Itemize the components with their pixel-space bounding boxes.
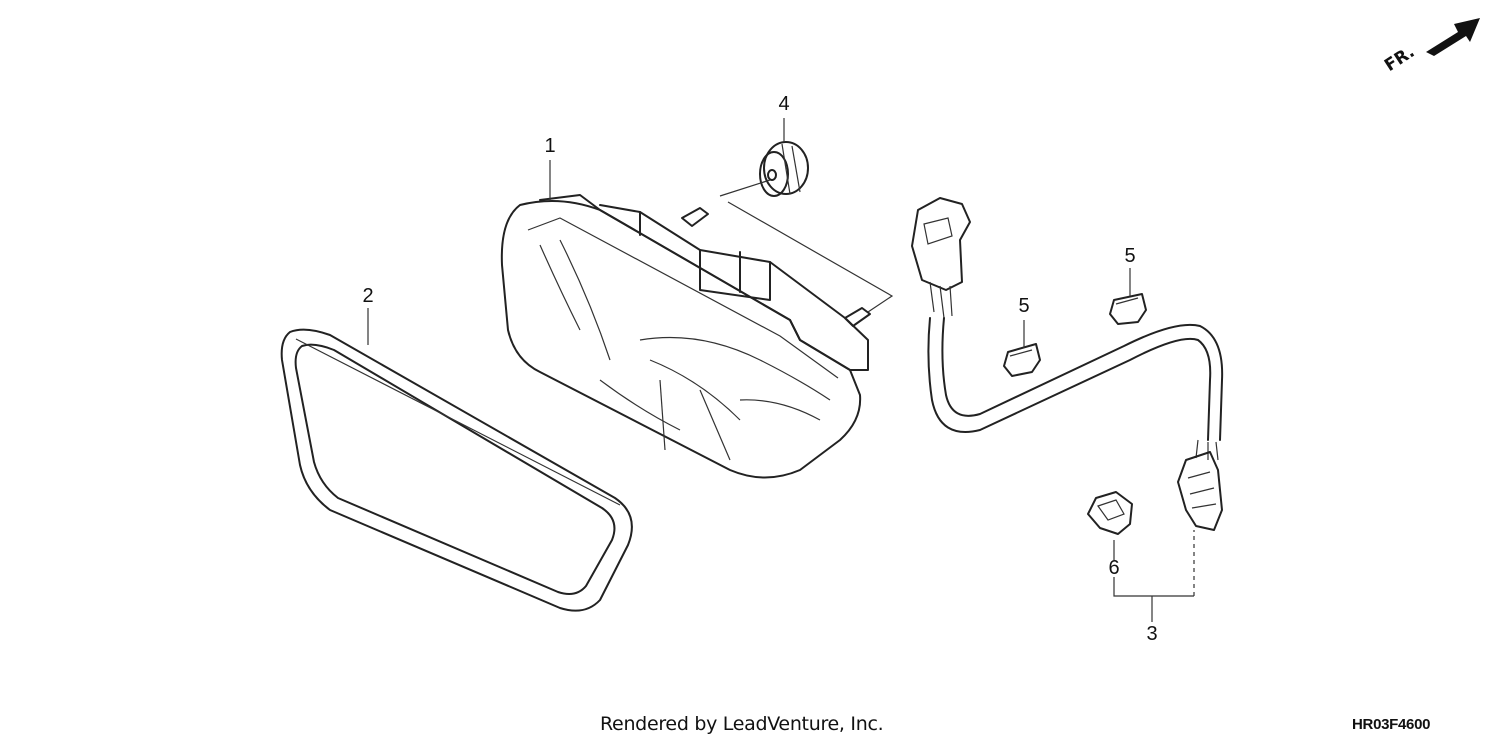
part-4-grommet[interactable] (759, 141, 809, 197)
callout-4[interactable]: 4 (778, 93, 790, 115)
callout-5-left[interactable]: 5 (1018, 295, 1030, 317)
callout-2[interactable]: 2 (362, 285, 374, 307)
callout-6[interactable]: 6 (1108, 557, 1120, 579)
callout-3[interactable]: 3 (1146, 623, 1158, 645)
leader-lines (367, 118, 1195, 622)
callout-5-right[interactable]: 5 (1124, 245, 1136, 267)
part-1-headlight[interactable] (500, 194, 871, 479)
part-5-clip-b[interactable] (1109, 293, 1147, 325)
callout-1[interactable]: 1 (544, 135, 556, 157)
part-3-harness[interactable] (911, 197, 1224, 531)
part-6-clamp[interactable] (1087, 491, 1133, 535)
render-credit: Rendered by LeadVenture, Inc. (600, 713, 884, 735)
diagram-code: HR03F4600 (1352, 716, 1431, 733)
part-5-clip-a[interactable] (1003, 343, 1041, 377)
forward-arrow-icon (1426, 18, 1480, 56)
part-2-gasket[interactable] (280, 328, 633, 612)
